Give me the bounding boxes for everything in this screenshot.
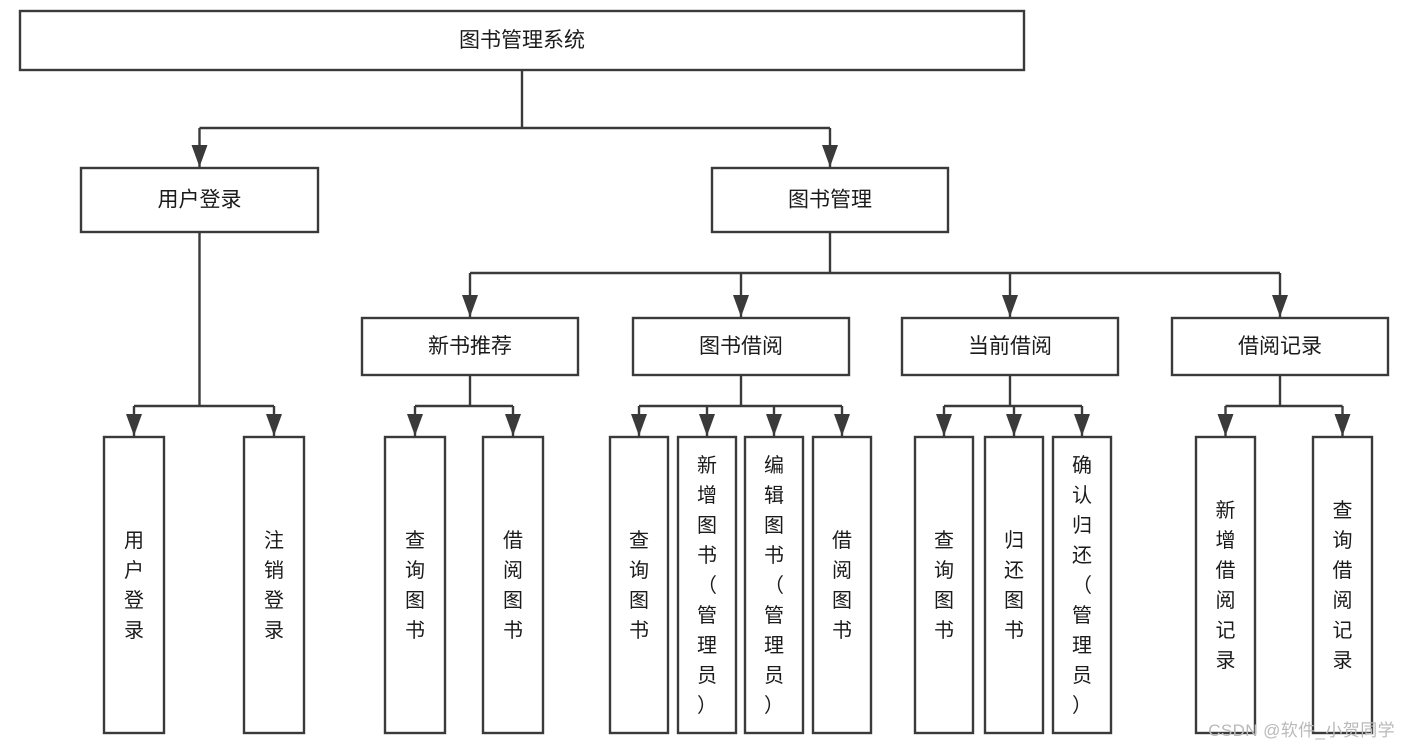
node-label-leaf-borrow-book-1: 借阅图书	[503, 529, 523, 642]
node-box-leaf-borrow-book-1	[481, 435, 545, 735]
arrow-head-icon	[1217, 414, 1234, 436]
node-leaf-borrow-book-2[interactable]: 借阅图书	[811, 435, 873, 735]
arrow-head-icon	[1272, 295, 1288, 317]
node-box-leaf-add-book	[676, 435, 738, 735]
node-leaf-query-record[interactable]: 查询借阅记录	[1311, 435, 1374, 735]
node-label-borrow-record: 借阅记录	[1238, 335, 1322, 358]
node-current-borrow[interactable]: 当前借阅	[900, 316, 1120, 377]
node-box-leaf-borrow-book-2	[811, 435, 873, 735]
arrow-head-icon	[1074, 414, 1090, 436]
arrow-head-icon	[733, 295, 749, 317]
arrow-head-icon	[936, 414, 952, 436]
node-label-book-borrow: 图书借阅	[699, 335, 783, 358]
node-leaf-edit-book[interactable]: 编辑图书（管理员）	[743, 435, 805, 735]
node-box-book-manage	[710, 166, 950, 234]
node-box-root	[18, 9, 1026, 72]
node-label-leaf-return-book: 归还图书	[1004, 529, 1024, 642]
node-leaf-query-book-2[interactable]: 查询图书	[608, 435, 670, 735]
node-leaf-borrow-book-1[interactable]: 借阅图书	[481, 435, 545, 735]
node-label-current-borrow: 当前借阅	[968, 335, 1052, 358]
arrow-head-icon	[834, 414, 850, 436]
node-label-leaf-query-book-1: 查询图书	[405, 529, 425, 642]
node-label-leaf-add-book: 新增图书（管理员）	[697, 454, 717, 717]
node-leaf-confirm-return[interactable]: 确认归还（管理员）	[1051, 435, 1113, 735]
node-leaf-return-book[interactable]: 归还图书	[983, 435, 1045, 735]
arrow-head-icon	[1002, 295, 1018, 317]
node-box-leaf-return-book	[983, 435, 1045, 735]
arrow-head-icon	[699, 414, 715, 436]
node-label-leaf-confirm-return: 确认归还（管理员）	[1072, 454, 1092, 717]
node-box-current-borrow	[900, 316, 1120, 377]
arrow-head-icon	[1334, 414, 1351, 436]
node-label-leaf-user-login: 用户登录	[124, 530, 144, 642]
node-box-book-borrow	[631, 316, 851, 377]
node-box-leaf-confirm-return	[1051, 435, 1113, 735]
node-box-leaf-logout	[242, 435, 306, 735]
node-label-leaf-query-record: 查询借阅记录	[1333, 499, 1353, 672]
arrow-head-icon	[126, 414, 142, 436]
node-label-leaf-query-book-3: 查询图书	[934, 529, 954, 642]
node-root[interactable]: 图书管理系统	[18, 9, 1026, 72]
connector-layer	[126, 70, 1351, 436]
node-label-leaf-borrow-book-2: 借阅图书	[832, 529, 852, 642]
node-box-new-book-recommend	[360, 316, 580, 377]
node-new-book-recommend[interactable]: 新书推荐	[360, 316, 580, 377]
node-book-borrow[interactable]: 图书借阅	[631, 316, 851, 377]
node-box-leaf-edit-book	[743, 435, 805, 735]
node-box-leaf-query-book-3	[913, 435, 975, 735]
arrow-head-icon	[407, 414, 423, 436]
arrow-head-icon	[505, 414, 521, 436]
node-user-login[interactable]: 用户登录	[79, 166, 320, 234]
node-leaf-add-record[interactable]: 新增借阅记录	[1194, 435, 1257, 735]
arrow-head-icon	[822, 145, 838, 167]
node-box-user-login	[79, 166, 320, 234]
arrow-head-icon	[766, 414, 782, 436]
node-leaf-query-book-3[interactable]: 查询图书	[913, 435, 975, 735]
arrow-head-icon	[191, 145, 208, 167]
node-label-root: 图书管理系统	[459, 29, 585, 52]
node-book-manage[interactable]: 图书管理	[710, 166, 950, 234]
arrow-head-icon	[266, 414, 282, 436]
node-borrow-record[interactable]: 借阅记录	[1170, 316, 1390, 377]
node-label-user-login: 用户登录	[158, 189, 242, 212]
node-label-leaf-add-record: 新增借阅记录	[1216, 499, 1236, 672]
node-leaf-user-login[interactable]: 用户登录	[102, 435, 166, 735]
node-label-leaf-logout: 注销登录	[264, 529, 284, 642]
node-label-book-manage: 图书管理	[788, 189, 872, 212]
node-box-leaf-user-login	[102, 435, 166, 735]
node-box-leaf-query-book-1	[383, 435, 447, 735]
arrow-head-icon	[631, 414, 647, 436]
node-label-leaf-query-book-2: 查询图书	[629, 529, 649, 642]
node-label-new-book-recommend: 新书推荐	[428, 335, 512, 358]
node-leaf-logout[interactable]: 注销登录	[242, 435, 306, 735]
node-box-leaf-query-book-2	[608, 435, 670, 735]
node-leaf-query-book-1[interactable]: 查询图书	[383, 435, 447, 735]
node-box-leaf-query-record	[1311, 435, 1374, 735]
node-layer: 图书管理系统用户登录图书管理新书推荐图书借阅当前借阅借阅记录用户登录注销登录查询…	[18, 9, 1390, 735]
node-label-leaf-edit-book: 编辑图书（管理员）	[764, 454, 784, 717]
node-leaf-add-book[interactable]: 新增图书（管理员）	[676, 435, 738, 735]
arrow-head-icon	[1006, 414, 1022, 436]
node-box-leaf-add-record	[1194, 435, 1257, 735]
arrow-head-icon	[462, 295, 478, 317]
node-box-borrow-record	[1170, 316, 1390, 377]
